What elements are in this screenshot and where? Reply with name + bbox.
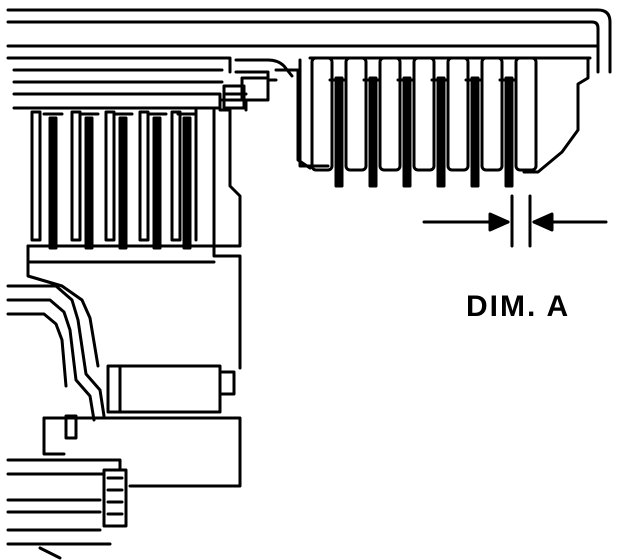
left-clutch-plates bbox=[30, 110, 198, 250]
housing-top-bar bbox=[6, 8, 612, 84]
hub-assembly bbox=[6, 244, 242, 560]
retainer-bracket bbox=[222, 58, 312, 170]
right-clutch-plates bbox=[310, 56, 538, 188]
dimension-a-indicator bbox=[422, 194, 608, 248]
dimension-a-label: DIM. A bbox=[466, 290, 571, 323]
